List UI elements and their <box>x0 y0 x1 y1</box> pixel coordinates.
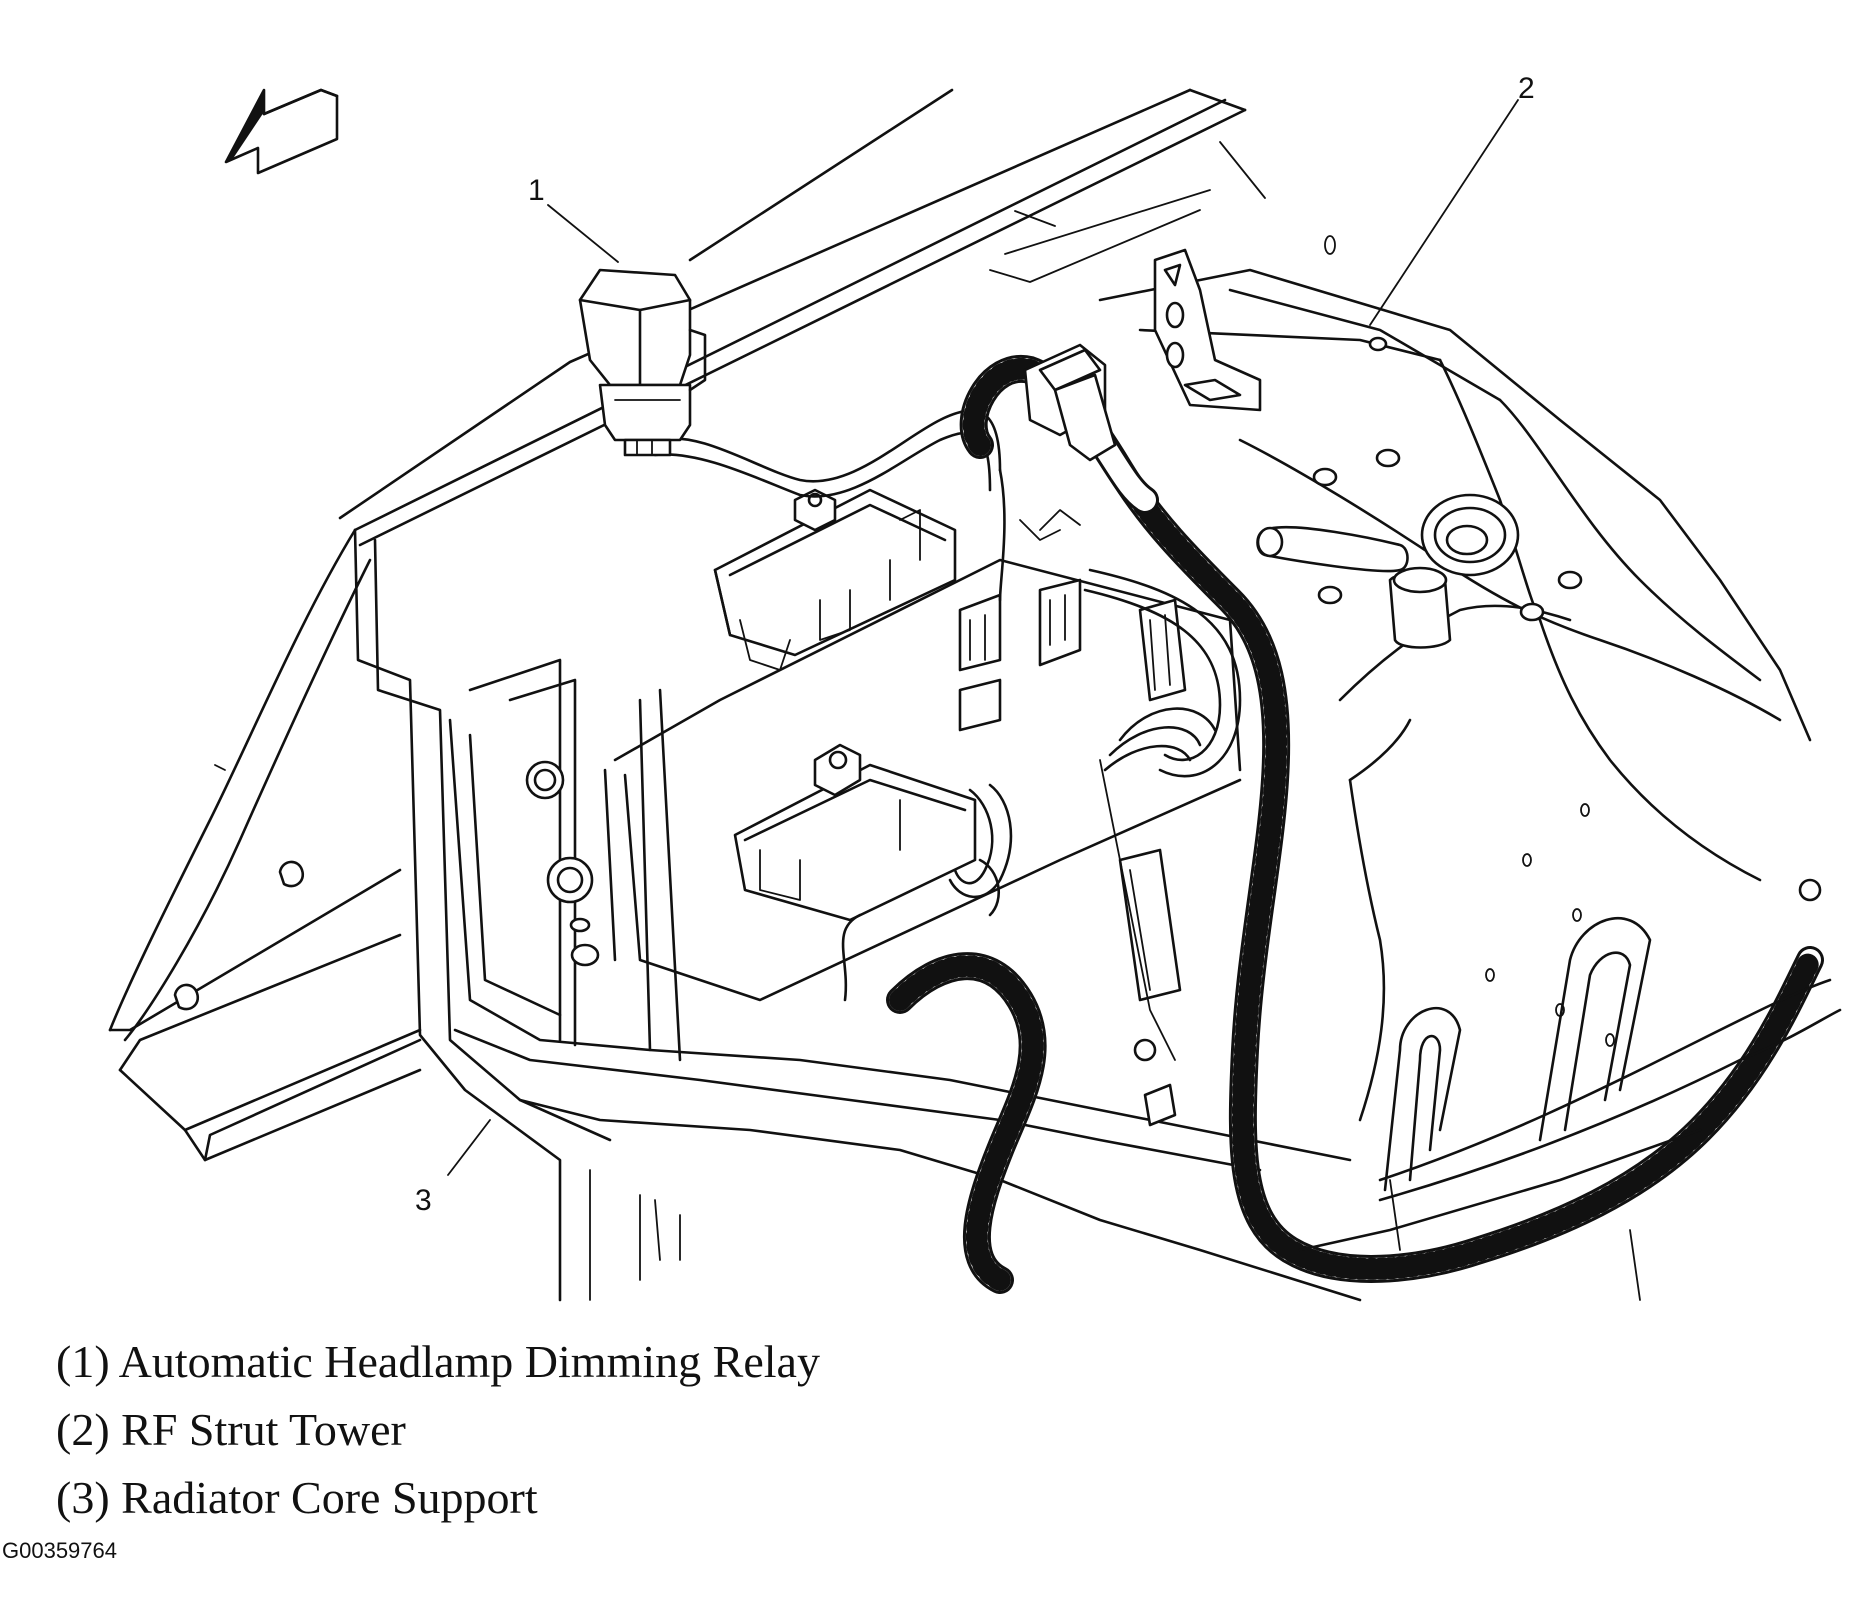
legend-item-3: (3) Radiator Core Support <box>56 1472 538 1523</box>
callout-1: 1 <box>528 174 545 207</box>
legend: (1) Automatic Headlamp Dimming Relay (2)… <box>56 1328 956 1532</box>
callout-3: 3 <box>415 1184 432 1217</box>
leader-lines <box>447 99 1519 1176</box>
fender-bracket <box>1153 248 1262 412</box>
front-arrow-icon <box>224 88 339 175</box>
legend-item-1: (1) Automatic Headlamp Dimming Relay <box>56 1336 820 1387</box>
support-bracket <box>468 658 600 1047</box>
engine-compartment-diagram: 1 2 3 <box>108 72 1842 1302</box>
rf-strut-tower <box>1098 235 1842 1301</box>
legend-item-2: (2) RF Strut Tower <box>56 1404 406 1455</box>
upper-body-panel <box>338 88 1266 547</box>
fuse-relay-center <box>603 488 1242 1127</box>
figure-id: G00359764 <box>2 1538 117 1563</box>
left-side-panel <box>108 528 422 1162</box>
callout-2: 2 <box>1518 72 1535 105</box>
automatic-headlamp-dimming-relay <box>578 268 707 457</box>
harness-connector <box>1023 343 1117 462</box>
